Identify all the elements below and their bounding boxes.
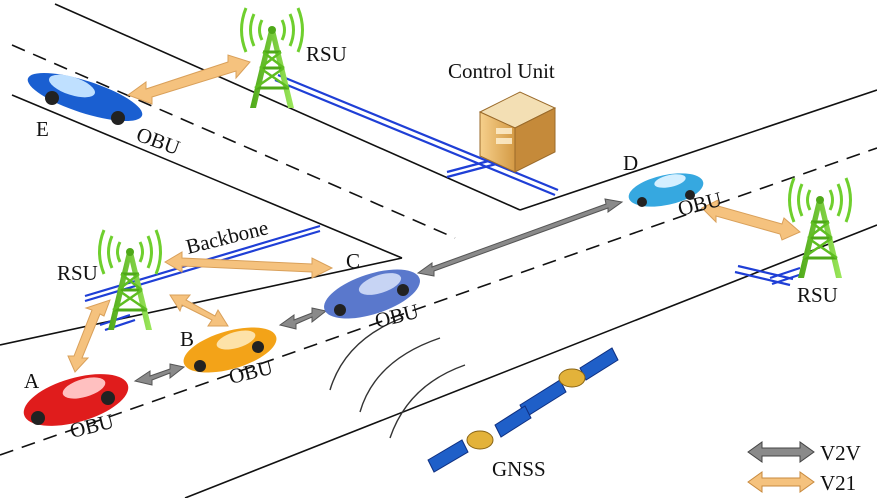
control-unit-server-icon: [478, 91, 557, 173]
vehicle-c-label: C: [346, 249, 360, 273]
vehicle-e-label: E: [36, 117, 49, 141]
gnss-label: GNSS: [492, 457, 546, 481]
rsu-label-top: RSU: [306, 42, 347, 66]
main-road-top-edge-right: [519, 89, 877, 211]
rsu-label-right: RSU: [797, 283, 838, 307]
obu-label-e: OBU: [133, 122, 183, 160]
rsu-tower-icon-right: [788, 176, 852, 280]
v2i-links: [67, 54, 801, 373]
legend-v2v-label: V2V: [820, 441, 861, 465]
satellite-icon-upper: [519, 347, 619, 418]
main-road-top-edge-left: [0, 257, 403, 346]
rsu-label-left: RSU: [57, 261, 98, 285]
gnss-signal-wave-icon: [329, 317, 466, 439]
vehicle-d-label: D: [623, 151, 638, 175]
car-icon-c: [324, 269, 420, 319]
labels: Control Unit RSU RSU RSU Backbone E OBU …: [24, 42, 838, 481]
car-icon-a: [23, 374, 129, 426]
vehicle-a-label: A: [24, 369, 40, 393]
rsu-tower-icon-top: [240, 6, 304, 110]
satellite-icon-lower: [427, 405, 532, 473]
v2v-links: [133, 198, 624, 386]
legend-v2v-arrow-icon: [747, 441, 815, 463]
car-icon-e: [27, 73, 143, 125]
main-road-center-line: [0, 147, 877, 456]
legend-v2i-label: V21: [820, 471, 856, 495]
upper-road-top-edge: [54, 3, 521, 211]
backbone-label: Backbone: [183, 215, 270, 259]
vehicle-b-label: B: [180, 327, 194, 351]
legend-v2i-arrow-icon: [747, 471, 815, 493]
car-icon-b: [183, 327, 277, 373]
upper-road-bottom-edge: [11, 94, 403, 259]
control-unit-label: Control Unit: [448, 59, 555, 83]
upper-road-center-line: [11, 44, 456, 239]
legend: V2V V21: [747, 441, 861, 495]
car-icon-d: [628, 173, 704, 207]
